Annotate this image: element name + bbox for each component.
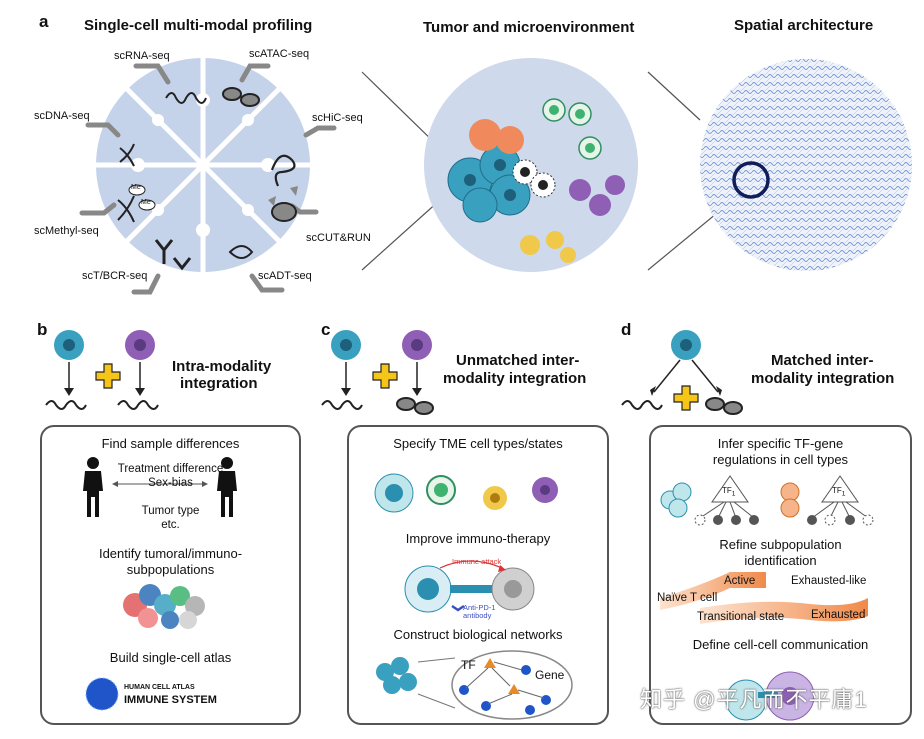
panel-c-heading-1: Unmatched inter-: [456, 352, 580, 369]
tf1-label-a: TF1: [722, 486, 736, 498]
methyl-mark-1: Me: [131, 184, 141, 191]
find-differences: Find sample differences: [101, 436, 240, 451]
methyl-mark-2: Me: [141, 199, 151, 206]
define-communication: Define cell-cell communication: [692, 637, 869, 652]
etc: etc.: [161, 519, 180, 531]
spatial-title: Spatial architecture: [734, 17, 874, 34]
anti-pd1-label-1: Anti-PD-1: [463, 603, 496, 612]
immune-attack-label: Immune attack: [452, 557, 502, 566]
panel-c-heading-2: modality integration: [443, 370, 587, 387]
anti-pd1-label-2: antibody: [463, 611, 492, 620]
panel-b-heading-2: integration: [180, 375, 258, 392]
build-atlas: Build single-cell atlas: [109, 650, 232, 665]
improve-immunotherapy: Improve immuno-therapy: [405, 531, 551, 546]
state-transitional: Transitional state: [697, 611, 785, 623]
hca-line-1: HUMAN CELL ATLAS: [124, 684, 195, 691]
panel-b-box: [40, 425, 301, 725]
label-scrna: scRNA-seq: [114, 50, 170, 62]
network-gene-label: Gene: [535, 668, 565, 682]
construct-networks: Construct biological networks: [393, 627, 563, 642]
state-naive: Naïve T cell: [657, 592, 718, 604]
state-exhausted: Exhausted: [811, 609, 866, 621]
profiling-title: Single-cell multi-modal profiling: [84, 17, 313, 34]
sex-bias: Sex-bias: [148, 477, 193, 489]
panel-b-heading-1: Intra-modality: [172, 358, 272, 375]
network-tf-label: TF: [461, 658, 476, 672]
label-scadt: scADT-seq: [258, 270, 312, 282]
watermark: 知乎 @平凡而不平庸1: [640, 687, 868, 712]
panel-c-box: [347, 425, 609, 725]
identify-line-2: subpopulations: [126, 562, 215, 577]
identify-line-1: Identify tumoral/immuno-: [98, 546, 243, 561]
tf1-label-b: TF1: [832, 486, 846, 498]
state-exhausted-like: Exhausted-like: [791, 575, 867, 587]
label-sccut: scCUT&RUN: [306, 232, 371, 244]
infer-line-2: regulations in cell types: [712, 452, 849, 467]
label-schic: scHiC-seq: [312, 112, 363, 124]
panel-c-letter: c: [321, 320, 331, 339]
tumor-title: Tumor and microenvironment: [423, 19, 635, 36]
panel-d-box: [649, 425, 912, 725]
state-active: Active: [724, 575, 756, 587]
hca-line-2: IMMUNE SYSTEM: [124, 694, 217, 706]
infer-line-1: Infer specific TF-gene: [717, 436, 844, 451]
panel-d-letter: d: [621, 320, 632, 339]
treatment-difference: Treatment difference: [117, 463, 224, 475]
label-scatac: scATAC-seq: [249, 48, 310, 60]
label-sctbcr: scT/BCR-seq: [82, 270, 148, 282]
refine-line-1: Refine subpopulation: [719, 537, 842, 552]
label-scmethyl: scMethyl-seq: [34, 225, 99, 237]
specify-tme: Specify TME cell types/states: [393, 436, 563, 451]
tumor-type: Tumor type: [141, 505, 200, 517]
panel-d-heading-2: modality integration: [751, 370, 895, 387]
refine-line-2: identification: [744, 553, 817, 568]
panel-d-heading-1: Matched inter-: [771, 352, 874, 369]
label-scdna: scDNA-seq: [34, 110, 90, 122]
panel-b-letter: b: [37, 320, 48, 339]
panel-a-letter: a: [39, 12, 49, 31]
